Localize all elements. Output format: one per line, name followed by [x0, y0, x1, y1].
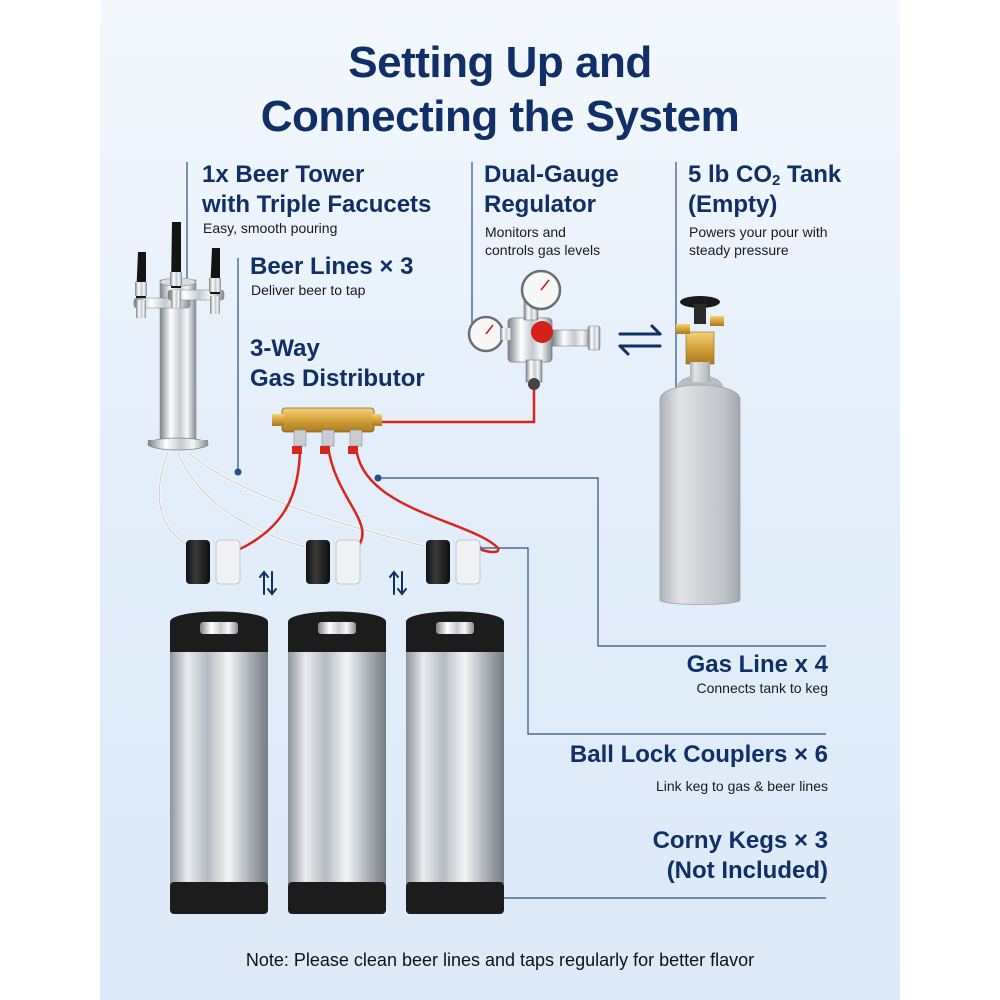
regulator-desc-line1: Monitors and — [485, 224, 566, 240]
ball-lock-couplers — [186, 539, 481, 585]
keg-1 — [170, 611, 268, 914]
couplers-desc: Link keg to gas & beer lines — [656, 778, 828, 794]
distributor-label-line1: 3-Way — [250, 335, 320, 362]
gas-line-1 — [236, 444, 302, 552]
maintenance-note: Note: Please clean beer lines and taps r… — [245, 950, 755, 970]
beer-lines-desc: Deliver beer to tap — [251, 282, 366, 298]
distributor-label-line2: Gas Distributor — [250, 365, 425, 392]
gas-line-label: Gas Line x 4 — [686, 651, 828, 678]
tower-desc: Easy, smooth pouring — [203, 220, 338, 236]
tank-desc-line2: steady pressure — [689, 242, 789, 258]
tower-label-line1: 1x Beer Tower — [202, 161, 365, 188]
page-title-line2: Connecting the System — [260, 92, 740, 141]
gas-line-dot — [374, 474, 382, 482]
tower-label-line2: with Triple Facucets — [202, 191, 432, 218]
beer-line-1 — [157, 450, 200, 552]
up-down-arrows-icon — [259, 570, 407, 596]
beer-line-3 — [186, 450, 442, 552]
gas-lines — [236, 370, 536, 554]
keg-3 — [406, 611, 504, 914]
gas-line-3 — [354, 444, 500, 554]
swap-arrows-icon — [618, 324, 662, 356]
couplers-leader — [478, 547, 826, 735]
gas-line-2 — [326, 444, 364, 552]
corny-kegs — [170, 611, 504, 914]
gas-line-desc: Connects tank to keg — [696, 680, 828, 696]
tank-desc-line1: Powers your pour with — [689, 224, 828, 240]
gas-line-leader — [378, 477, 826, 647]
couplers-label: Ball Lock Couplers × 6 — [569, 741, 828, 768]
tank-label-line1: 5 lb CO2 Tank — [688, 161, 842, 189]
page-title-line1: Setting Up and — [348, 38, 652, 87]
keg-2 — [288, 611, 386, 914]
kegs-label-line2: (Not Included) — [666, 857, 828, 884]
regulator-label-line2: Regulator — [484, 191, 597, 218]
regulator-desc-line2: controls gas levels — [485, 242, 601, 258]
beer-tower — [133, 222, 225, 451]
beer-lines-dot — [234, 468, 242, 476]
tank-label-line2: (Empty) — [688, 191, 778, 218]
beer-line-2 — [176, 450, 320, 552]
regulator-label-line1: Dual-Gauge — [484, 161, 619, 188]
co2-tank — [659, 296, 741, 605]
gas-distributor — [272, 407, 382, 454]
beer-lines-label: Beer Lines × 3 — [250, 253, 414, 280]
regulator — [467, 269, 601, 390]
kegs-label-line1: Corny Kegs × 3 — [652, 827, 828, 854]
